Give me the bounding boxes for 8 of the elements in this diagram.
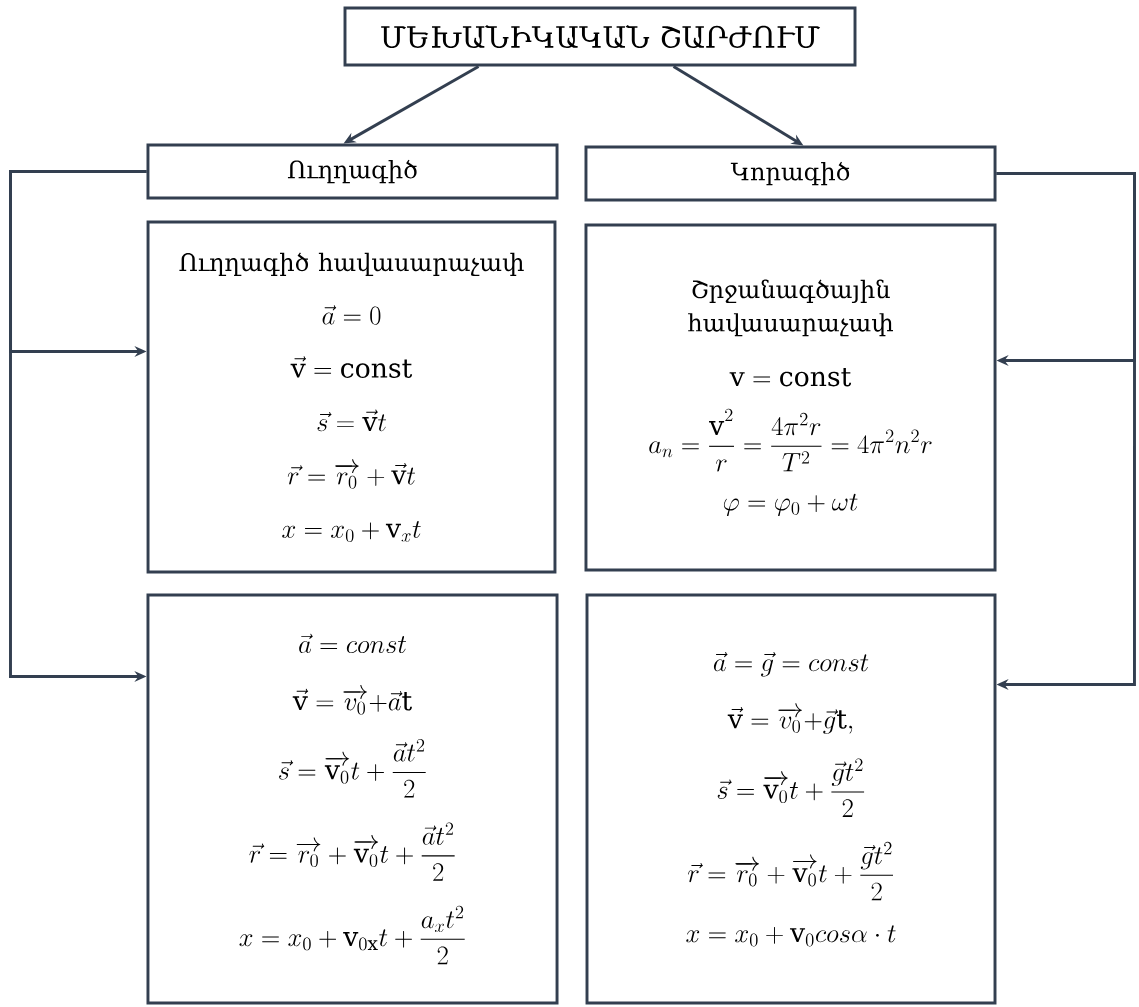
title-box: ՄԵԽԱՆԻԿԱԿԱՆ ՇԱՐԺՈՒՄ: [343, 6, 857, 67]
formula-box: Շրջանագծային հավասարաչափ $\mathrm{v} = \mathrm{const}$ $a_n = \frac{\mathrm{v}^2}{r} = \frac{4\pi^2 r}{T^2} = 4\pi^2 n^2 r$ $\varphi = \varphi_0 + \omega t$: [584, 223, 997, 572]
category-box: Կորագիծ: [584, 145, 997, 202]
category-box: Ուղղագիծ: [146, 143, 559, 200]
formula-box: Ուղղագիծ հավասարաչափ $\vec{a} = 0$ $\vec{\mathrm{v}} = \mathrm{const}$ $\vec{s} = \vec{\mathrm{v}}t$ $\vec{r} = \overrightarrow{r_0} + \vec{\mathrm{v}}t$ $x = x_0 + \mathrm{v}_x t$: [146, 220, 557, 574]
formula-box: $\vec{a} = const$ $\vec{\mathrm{v}} = \overrightarrow{v_0}{+}\vec{a}\mathrm{t}$ $\vec{s} = \overrightarrow{\mathrm{v}_0}t + \frac{\vec{a}t^2}{2}$ $\vec{r} = \overrightarrow{r_0} + \overrightarrow{\mathrm{v}_0}t + \frac{\vec{a}t^2}{2}$ $x = x_0 + \mathrm{v}_{0\mathrm{x}}t + \frac{a_x t^2}{2}$: [146, 593, 559, 1005]
arrow: [996, 172, 1136, 691]
formula-box: $\vec{a} = \vec{g} = const$ $\vec{\mathrm{v}} = \overrightarrow{v_0}{+}\vec{g}\mathrm{t},$ $\vec{s} = \overrightarrow{\mathrm{v}_0}t + \frac{\vec{g}t^2}{2}$ $\vec{r} = \overrightarrow{r_0} + \overrightarrow{\mathrm{v}_0}t + \frac{\vec{g}t^2}{2}$ $x = x_0 + \mathrm{v}_0 cos\alpha \cdot t$: [585, 593, 997, 1005]
